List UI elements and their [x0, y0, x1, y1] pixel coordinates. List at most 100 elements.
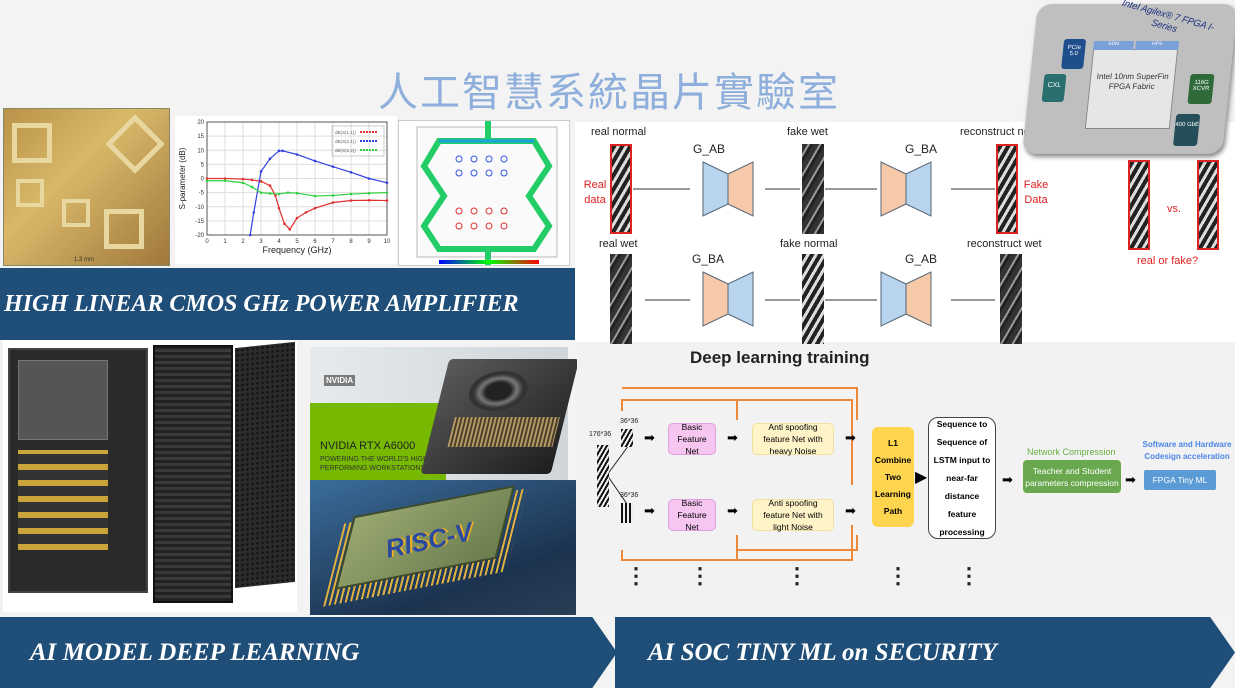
x-tick-label: 8	[349, 239, 353, 245]
label-fake-normal: fake normal	[780, 238, 838, 250]
data-point	[248, 233, 252, 237]
data-point	[259, 180, 263, 183]
data-point	[277, 149, 281, 153]
legend-box	[331, 125, 385, 157]
data-point	[385, 181, 389, 185]
banner-deep-learning: AI MODEL DEEP LEARNING	[0, 617, 617, 688]
ellipsis: ⋮	[786, 563, 808, 588]
banner-ai-soc: AI SOC TINY ML on SECURITY	[615, 617, 1235, 688]
data-point	[241, 181, 245, 185]
strip-reconstruct-normal	[996, 144, 1018, 234]
arrow-icon: ➡	[845, 503, 856, 518]
x-tick-label: 4	[277, 239, 281, 245]
data-point	[252, 211, 256, 214]
fpga-block-cxl: CXL	[1041, 74, 1067, 102]
y-tick-label: -10	[195, 205, 204, 211]
data-point	[313, 206, 317, 210]
x-axis-label: Frequency (GHz)	[262, 245, 331, 255]
anti-spoofing-light: Anti spoofing feature Net with light Noi…	[752, 498, 834, 532]
fpga-tiny-ml-box: FPGA Tiny ML	[1144, 470, 1216, 490]
data-point	[205, 179, 209, 183]
arrow-icon: ➡	[845, 430, 856, 445]
data-point	[223, 177, 227, 180]
data-point	[277, 206, 281, 210]
label-g-ab-2: G_AB	[905, 252, 938, 266]
fpga-chip-image: Intel Agilex® 7 FPGA I-Series Intel 10nm…	[1022, 0, 1235, 154]
x-tick-label: 6	[313, 239, 317, 245]
riscv-chip-image: RISC-V	[310, 480, 576, 615]
x-tick-label: 9	[367, 239, 371, 245]
anti-spoofing-heavy: Anti spoofing feature Net with heavy Noi…	[752, 422, 834, 456]
data-point	[349, 199, 353, 202]
gpu-card-image	[420, 359, 580, 474]
data-point	[259, 191, 263, 194]
data-point	[313, 159, 317, 163]
data-point	[274, 194, 277, 197]
label-g-ab: G_AB	[693, 142, 726, 156]
input-image	[597, 445, 609, 507]
arrow-icon: ➡	[727, 503, 738, 518]
data-point	[367, 198, 371, 202]
patch-size-bottom: 36*36	[620, 492, 639, 499]
data-point	[313, 194, 317, 198]
teacher-student-compression: Teacher and Student parameters compressi…	[1023, 460, 1121, 493]
em-simulation-image	[398, 120, 570, 266]
data-point	[277, 192, 281, 196]
data-point	[367, 177, 371, 180]
data-point	[331, 201, 335, 204]
strip-fake-wet	[802, 144, 824, 234]
strip-real-normal	[610, 144, 632, 234]
banner-power-amplifier: HIGH LINEAR CMOS GHz POWER AMPLIFIER	[0, 268, 608, 340]
y-tick-label: -15	[195, 219, 204, 225]
label-real-data: Real data	[583, 179, 607, 206]
label-vs: vs.	[1167, 203, 1182, 215]
data-point	[205, 177, 209, 180]
data-point	[241, 177, 245, 181]
nvidia-rtx-card: NVIDIA NVIDIA RTX A6000 POWERING THE WOR…	[310, 347, 580, 480]
data-point	[349, 170, 353, 174]
basic-feature-net-top: Basic Feature Net	[668, 422, 716, 456]
seq2seq-lstm: Sequence to Sequence of LSTM input to ne…	[928, 417, 996, 539]
strip-fake-normal	[802, 254, 824, 344]
scale-label: 1.3 mm	[74, 257, 95, 263]
strip-reconstruct-wet	[1000, 254, 1022, 344]
data-point	[268, 157, 272, 161]
ellipsis: ⋮	[689, 563, 711, 588]
nvidia-tagline: POWERING THE WORLD'S HIGHEST-PERFORMING …	[320, 456, 444, 472]
strip-real-wet	[610, 254, 632, 344]
pa-chip-photo: 1.3 mm	[3, 108, 170, 266]
page-title: 人工智慧系統晶片實驗室	[378, 70, 840, 116]
series-line	[207, 180, 388, 197]
data-point	[367, 191, 371, 195]
fpga-block-sdm: SDM	[1093, 41, 1134, 50]
data-point	[385, 191, 389, 194]
legend-label: dB(S(1,1))	[335, 130, 356, 135]
legend-label: dB(S(2,2))	[335, 148, 356, 153]
y-axis-label: S-parameter (dB)	[178, 147, 187, 209]
arrow-icon: ➡	[1125, 472, 1136, 487]
data-point	[331, 194, 335, 197]
data-point	[250, 185, 254, 189]
data-point	[304, 211, 308, 214]
generator-shapes	[702, 161, 932, 327]
label-g-ba: G_BA	[905, 142, 938, 156]
fpga-fabric: Intel 10nm SuperFin FPGA Fabric	[1084, 49, 1179, 129]
data-point	[295, 153, 299, 156]
data-point	[288, 228, 292, 231]
data-point	[349, 192, 353, 196]
x-tick-label: 10	[384, 239, 391, 245]
x-tick-label: 5	[295, 239, 299, 245]
series-line	[249, 150, 388, 236]
nvidia-logo: NVIDIA	[324, 375, 356, 386]
combine-paths: L1 Combine Two Learning Path	[872, 427, 914, 527]
y-tick-label: -20	[195, 233, 204, 239]
label-real-or-fake: real or fake?	[1137, 255, 1199, 267]
data-point	[295, 216, 299, 220]
arrow-icon: ➡	[644, 430, 655, 445]
data-point	[295, 191, 299, 195]
arrow-icon: ▶	[915, 469, 928, 486]
cyclegan-diagram: real normal G_AB fake wet G_BA reconstru…	[575, 122, 1235, 344]
label-real-normal: real normal	[591, 126, 647, 138]
basic-feature-net-bottom: Basic Feature Net	[668, 498, 716, 532]
